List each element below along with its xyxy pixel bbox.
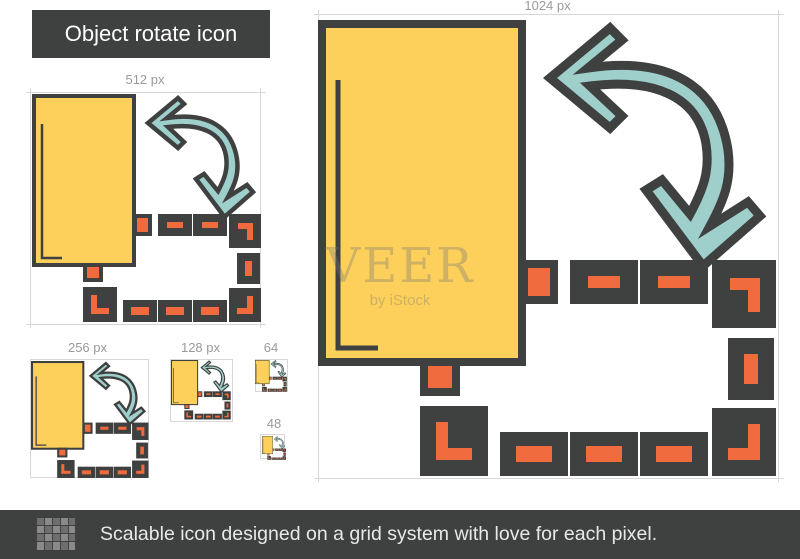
object-rotate-icon-128	[171, 360, 231, 420]
size-label-1024: 1024 px	[524, 0, 571, 13]
object-rotate-icon-48	[262, 436, 286, 460]
size-label-256: 256 px	[67, 340, 108, 355]
object-rotate-icon-256	[31, 361, 149, 479]
footer-bar: Scalable icon designed on a grid system …	[0, 510, 800, 559]
size-label-128: 128 px	[180, 340, 221, 355]
footer-text: Scalable icon designed on a grid system …	[100, 523, 658, 545]
page-title: Object rotate icon	[32, 10, 270, 58]
pixel-grid-icon	[37, 518, 75, 550]
size-label-64: 64	[263, 340, 279, 355]
size-label-48: 48	[266, 416, 282, 431]
object-rotate-icon-512	[32, 94, 262, 324]
object-rotate-icon-1024	[318, 20, 778, 480]
object-rotate-icon-64	[255, 360, 287, 392]
grid-frame-128	[170, 359, 233, 422]
size-label-512: 512 px	[125, 72, 165, 87]
